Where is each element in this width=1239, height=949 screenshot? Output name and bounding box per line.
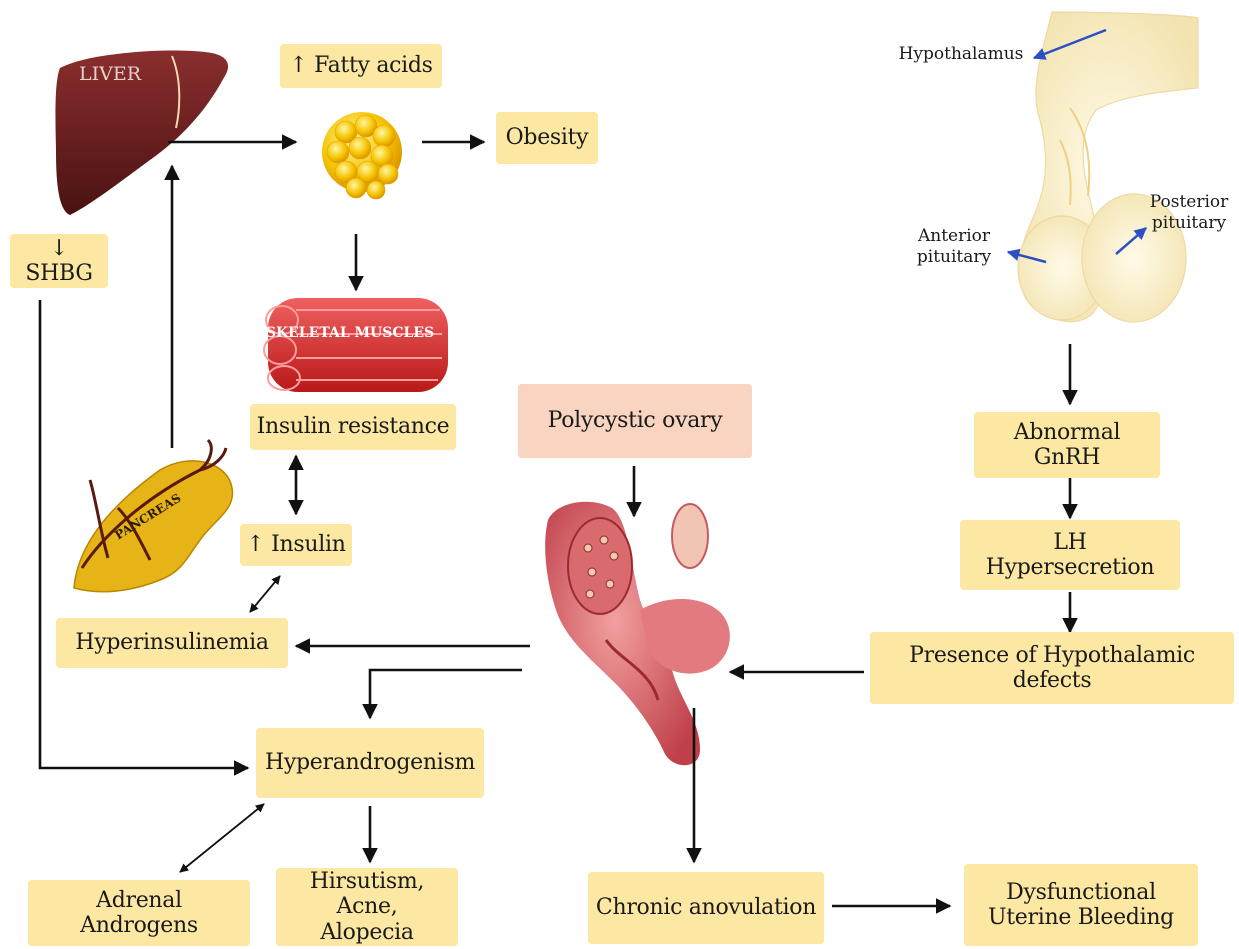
adrenal-androgens-box: Adrenal Androgens [28, 880, 250, 946]
hirsutism-acne-alopecia-box: Hirsutism, Acne, Alopecia [276, 868, 458, 946]
hyperandrogenism-box: Hyperandrogenism [256, 728, 484, 798]
insulin-resistance-box: Insulin resistance [250, 404, 456, 450]
fatty-acids-box: ↑ Fatty acids [280, 44, 442, 88]
fat-cluster-icon [322, 112, 402, 199]
posterior-pituitary-label: Posterior pituitary [1140, 192, 1238, 235]
arrow-hyperandrogenism-adrenal [180, 804, 264, 872]
uterus-ovary-illustration [545, 502, 730, 766]
abnormal-gnrh-box: Abnormal GnRH [974, 412, 1160, 478]
liver-illustration: LIVER [55, 51, 228, 215]
dysfunctional-uterine-bleeding-box: Dysfunctional Uterine Bleeding [964, 864, 1198, 946]
pancreas-illustration: PANCREAS [74, 440, 232, 592]
anterior-pituitary-label: Anterior pituitary [902, 226, 1006, 269]
skeletal-muscles-label: SKELETAL MUSCLES [266, 325, 434, 341]
pituitary-illustration [1018, 12, 1198, 322]
hypothalamus-label: Hypothalamus [886, 44, 1036, 65]
insulin-box: ↑ Insulin [240, 524, 352, 566]
arrow-insulin-hyperinsulinemia [250, 576, 280, 612]
polycystic-ovary-box: Polycystic ovary [518, 384, 752, 458]
hypothalamic-defects-box: Presence of Hypothalamic defects [870, 632, 1234, 704]
obesity-box: Obesity [496, 112, 598, 164]
skeletal-muscles-illustration: SKELETAL MUSCLES [264, 298, 448, 392]
lh-hypersecretion-box: LH Hypersecretion [960, 520, 1180, 590]
liver-label: LIVER [79, 63, 142, 85]
arrow-ovary-to-hyperandrogenism [370, 670, 522, 718]
shbg-box: ↓ SHBG [10, 234, 108, 288]
chronic-anovulation-box: Chronic anovulation [588, 872, 824, 944]
hyperinsulinemia-box: Hyperinsulinemia [56, 618, 288, 668]
